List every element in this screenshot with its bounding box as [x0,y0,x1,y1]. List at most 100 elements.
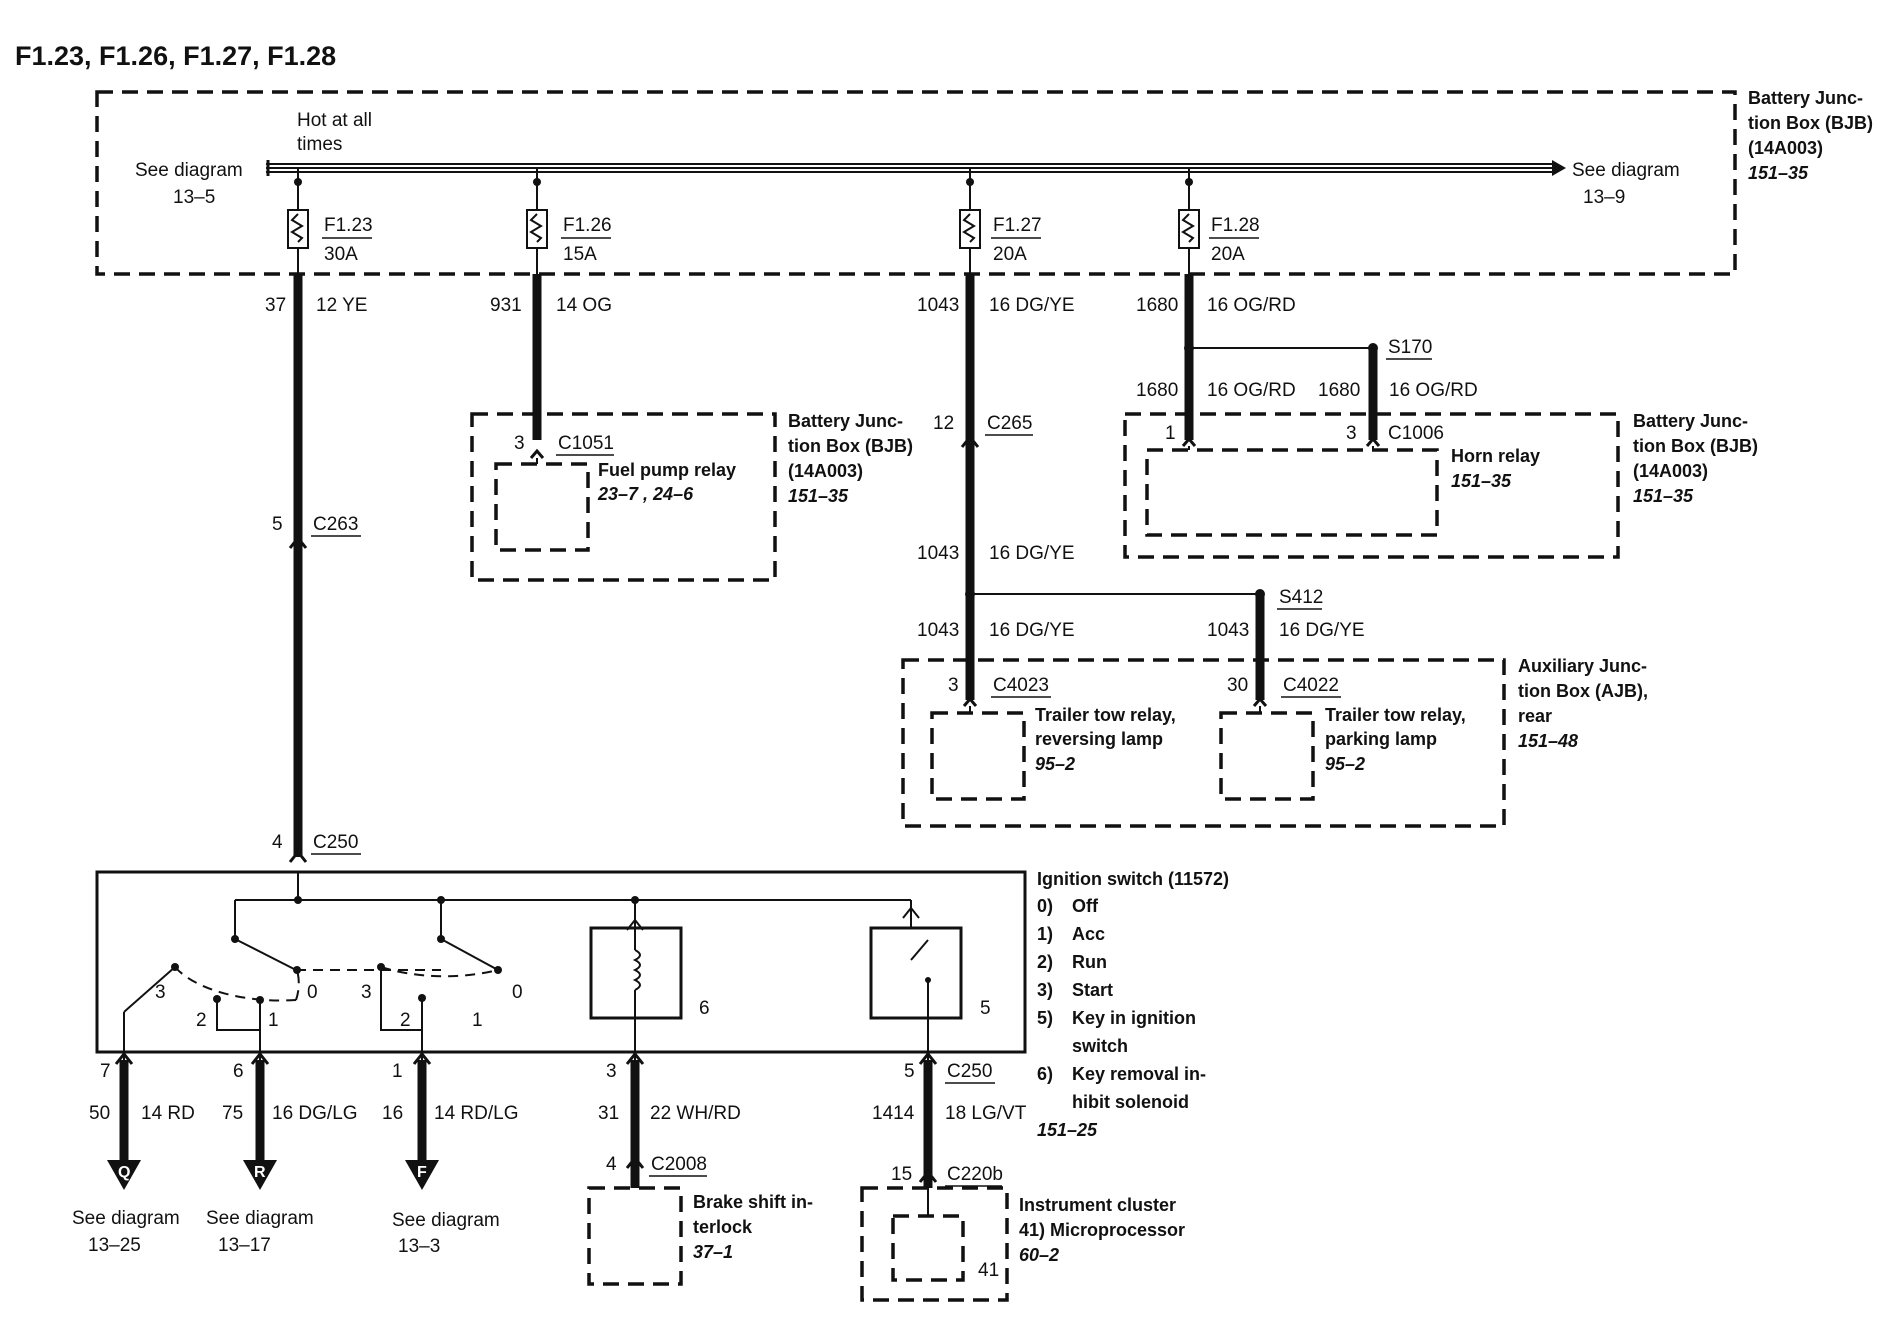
fuse-f126-name: F1.26 [563,215,612,236]
wire-1043d-circuit: 1043 [1207,620,1249,641]
fuel-pump-bjb-box [470,412,777,582]
fuel-bjb-label-1: Battery Junc- [788,411,903,431]
c4022-pin: 30 [1227,675,1248,696]
c250-top-name: C250 [313,832,358,853]
c250-top-pin: 4 [272,832,283,853]
arrow-f-see-1: See diagram [392,1210,500,1231]
c220b-pin: 15 [891,1164,912,1185]
bjb-main-label-3: (14A003) [1748,138,1823,158]
c220b-name: C220b [947,1164,1003,1185]
fuel-bjb-label-2: tion Box (BJB) [788,436,913,456]
trailer-relay-1-line1: Trailer tow relay, [1035,705,1176,725]
fuel-pump-relay-ref: 23–7 , 24–6 [597,484,694,504]
horn-bjb-ref: 151–35 [1633,486,1694,506]
hot-bus-bar [266,160,1566,176]
wire-31-circuit: 31 [598,1103,619,1124]
arrow-q-letter: Q [118,1164,130,1181]
fuse-f126 [526,168,548,274]
bjb-main-label-2: tion Box (BJB) [1748,113,1873,133]
ignition-ref: 151–25 [1037,1120,1098,1140]
pos0-num: 0) [1037,896,1053,916]
wire-1680a-circuit: 1680 [1136,380,1178,401]
brake-shift-interlock-box [587,1186,683,1286]
c1051-pin: 3 [514,433,525,454]
bjb-main-ref: 151–35 [1748,163,1809,183]
c1006-pin1: 1 [1165,423,1176,444]
ignition-switch-section-2 [377,900,502,1060]
arrow-f-see-2: 13–3 [398,1236,440,1257]
sw1-p2: 2 [196,1010,207,1031]
sw1-p3: 3 [155,982,166,1003]
trailer-relay-2-ref: 95–2 [1325,754,1365,774]
solenoid-label: 6 [699,998,710,1019]
out-pin1: 1 [392,1061,403,1082]
c265-mark [960,434,980,448]
sw2-p2: 2 [400,1010,411,1031]
wire-931-circuit: 931 [490,295,522,316]
left-see-1: See diagram [135,160,243,181]
wire-1043b-gauge: 16 DG/YE [989,543,1075,564]
s170-label: S170 [1388,337,1432,358]
fuel-bjb-ref: 151–35 [788,486,849,506]
ajb-label-1: Auxiliary Junc- [1518,656,1647,676]
key-inhibit-solenoid [589,896,683,1060]
hot-label-2: times [297,134,342,155]
trailer-relay-reversing-box [930,711,1026,801]
arrow-r [243,1160,277,1190]
ajb-label-2: tion Box (AJB), [1518,681,1648,701]
sw1-p1: 1 [268,1010,279,1031]
fuel-bjb-label-3: (14A003) [788,461,863,481]
pos1-text: Acc [1072,924,1105,944]
c4023-pin: 3 [948,675,959,696]
c4023-name: C4023 [993,675,1049,696]
horn-bjb-label-1: Battery Junc- [1633,411,1748,431]
trailer-relay-1-line2: reversing lamp [1035,729,1163,749]
c2008-pin: 4 [606,1154,617,1175]
fuse-f123-rating: 30A [324,244,358,265]
ajb-ref: 151–48 [1518,731,1578,751]
ajb-label-3: rear [1518,706,1552,726]
wire-50-gauge: 14 RD [141,1103,195,1124]
brake-ref: 37–1 [693,1242,733,1262]
wire-1414-circuit: 1414 [872,1103,915,1124]
out-pin7: 7 [100,1061,111,1082]
wire-1680-circuit: 1680 [1136,295,1178,316]
fuse-f128-rating: 20A [1211,244,1245,265]
left-see-2: 13–5 [173,187,215,208]
wire-1043b-circuit: 1043 [917,543,959,564]
sw2-p1: 1 [472,1010,483,1031]
wire-37-circuit: 37 [265,295,286,316]
cluster-label-1: Instrument cluster [1019,1195,1176,1215]
wire-50-circuit: 50 [89,1103,110,1124]
brake-label-1: Brake shift in- [693,1192,813,1212]
pos1-num: 1) [1037,924,1053,944]
ignition-switch-section-1 [123,900,441,1060]
horn-relay-box [1145,448,1439,537]
wire-1043-circuit: 1043 [917,295,959,316]
c2008-name: C2008 [651,1154,707,1175]
page-title: F1.23, F1.26, F1.27, F1.28 [15,41,336,71]
trailer-relay-2-line2: parking lamp [1325,729,1437,749]
out-pin3: 3 [606,1061,617,1082]
wire-1043c-circuit: 1043 [917,620,959,641]
pos5-text-2: switch [1072,1036,1128,1056]
keysw-label: 5 [980,998,991,1019]
s412-label: S412 [1279,587,1323,608]
pos2-num: 2) [1037,952,1053,972]
wire-1680b-gauge: 16 OG/RD [1389,380,1478,401]
ignition-switch-box [95,870,1027,1054]
c220b-mark [918,1169,938,1183]
horn-relay-label: Horn relay [1451,446,1540,466]
arrow-f [405,1160,439,1190]
wire-1043-gauge: 16 DG/YE [989,295,1075,316]
fuse-f126-rating: 15A [563,244,597,265]
sw2-p3: 3 [361,982,372,1003]
key-in-ignition-switch [869,906,963,1060]
c265-pin: 12 [933,413,954,434]
wire-1680b-circuit: 1680 [1318,380,1360,401]
horn-relay-ref: 151–35 [1451,471,1512,491]
pos2-text: Run [1072,952,1107,972]
fuse-f128 [1178,168,1200,274]
ignition-title: Ignition switch (11572) [1037,869,1229,889]
arrow-q-see-1: See diagram [72,1208,180,1229]
